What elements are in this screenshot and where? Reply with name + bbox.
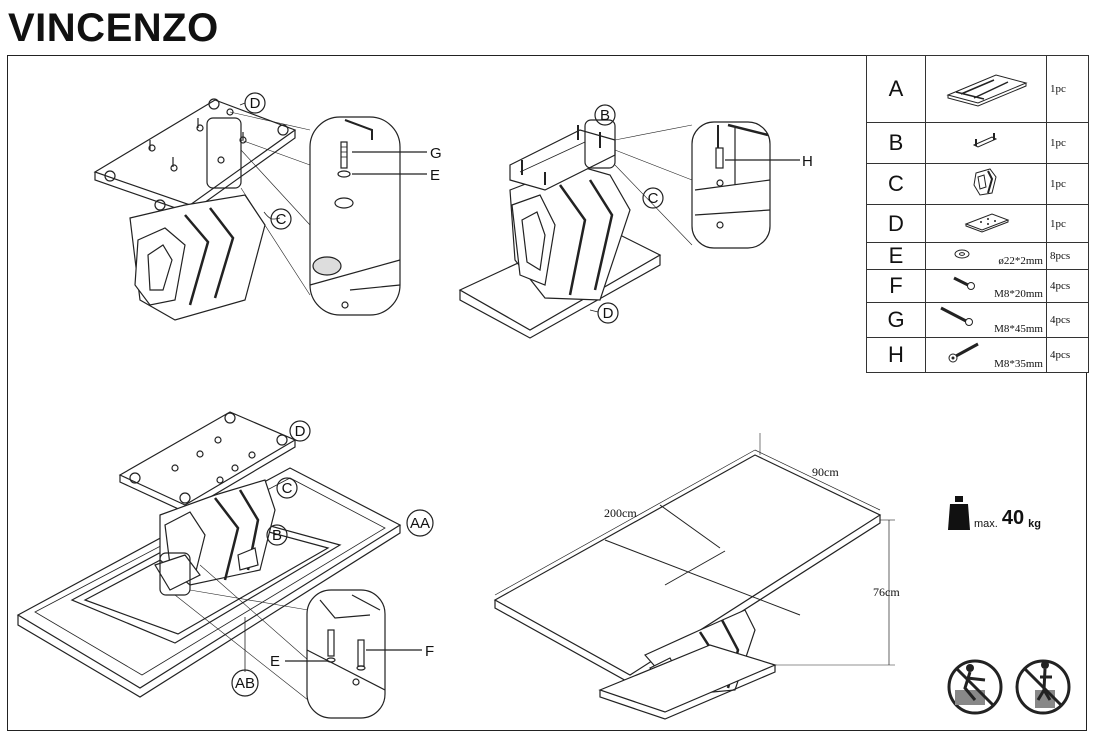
- max-load-value: 40: [1001, 507, 1025, 529]
- part-letter: B: [866, 122, 926, 164]
- step2-label-h: H: [802, 153, 813, 170]
- part-size: M8*35mm: [994, 358, 1043, 370]
- part-letter: H: [866, 337, 926, 373]
- part-qty: 4pcs: [1046, 302, 1089, 338]
- part-qty: 1pc: [1046, 163, 1089, 205]
- bolt-long-icon: M8*45mm: [925, 302, 1047, 338]
- table-top-icon: [925, 55, 1047, 123]
- instruction-frame: [7, 55, 1087, 731]
- part-row: D 1pc: [866, 204, 1089, 243]
- part-letter: C: [866, 163, 926, 205]
- part-qty: 1pc: [1046, 204, 1089, 243]
- step1-callout-c: C: [276, 211, 287, 228]
- step3-callout-aa: AA: [410, 515, 430, 532]
- bracket-icon: [925, 122, 1047, 164]
- max-load: max. 40 kg: [948, 496, 1041, 530]
- part-letter: G: [866, 302, 926, 338]
- parts-table: A 1pc B 1pc C: [866, 55, 1089, 373]
- part-size: M8*20mm: [994, 288, 1043, 300]
- part-row: E ø22*2mm 8pcs: [866, 242, 1089, 270]
- step3-diagram: [16, 411, 434, 719]
- part-row: H M8*35mm 4pcs: [866, 337, 1089, 373]
- dimension-width: 90cm: [812, 465, 839, 479]
- dimension-height: 76cm: [873, 585, 900, 599]
- dimension-length: 200cm: [604, 506, 637, 520]
- part-qty: 1pc: [1046, 122, 1089, 164]
- part-letter: F: [866, 269, 926, 303]
- page-title: VINCENZO: [8, 6, 219, 50]
- part-qty: 1pc: [1046, 55, 1089, 123]
- part-size: M8*45mm: [994, 323, 1043, 335]
- weight-icon: [948, 496, 970, 530]
- part-row: B 1pc: [866, 122, 1089, 164]
- part-size: ø22*2mm: [998, 255, 1043, 267]
- step3-callout-ab: AB: [235, 675, 255, 692]
- step3-label-f: F: [425, 643, 434, 660]
- max-load-prefix: max.: [974, 518, 998, 530]
- step1-label-g: G: [430, 145, 442, 162]
- step1-callout-d: D: [250, 95, 261, 112]
- part-qty: 4pcs: [1046, 269, 1089, 303]
- step2-callout-b: B: [600, 107, 610, 124]
- dimension-diagram: [493, 433, 895, 720]
- max-load-unit: kg: [1028, 518, 1041, 530]
- step1-label-e: E: [430, 167, 440, 184]
- no-climbing-icon: [947, 659, 1003, 715]
- part-letter: D: [866, 204, 926, 243]
- base-plate-icon: [925, 204, 1047, 243]
- part-letter: A: [866, 55, 926, 123]
- step3-callout-d: D: [295, 423, 306, 440]
- step3-callout-b: B: [272, 527, 282, 544]
- no-standing-icon: [1015, 659, 1071, 715]
- part-row: C 1pc: [866, 163, 1089, 205]
- part-row: G M8*45mm 4pcs: [866, 302, 1089, 338]
- part-row: A 1pc: [866, 55, 1089, 123]
- step2-diagram: [458, 104, 800, 339]
- part-letter: E: [866, 242, 926, 270]
- part-qty: 8pcs: [1046, 242, 1089, 270]
- step2-callout-d: D: [603, 305, 614, 322]
- pedestal-icon: [925, 163, 1047, 205]
- part-qty: 4pcs: [1046, 337, 1089, 373]
- part-row: F M8*20mm 4pcs: [866, 269, 1089, 303]
- step2-callout-c: C: [648, 190, 659, 207]
- washer-icon: ø22*2mm: [925, 242, 1047, 270]
- step1-diagram: [93, 92, 427, 321]
- step3-callout-c: C: [282, 480, 293, 497]
- bolt-hex-icon: M8*35mm: [925, 337, 1047, 373]
- step3-label-e: E: [270, 653, 280, 670]
- bolt-short-icon: M8*20mm: [925, 269, 1047, 303]
